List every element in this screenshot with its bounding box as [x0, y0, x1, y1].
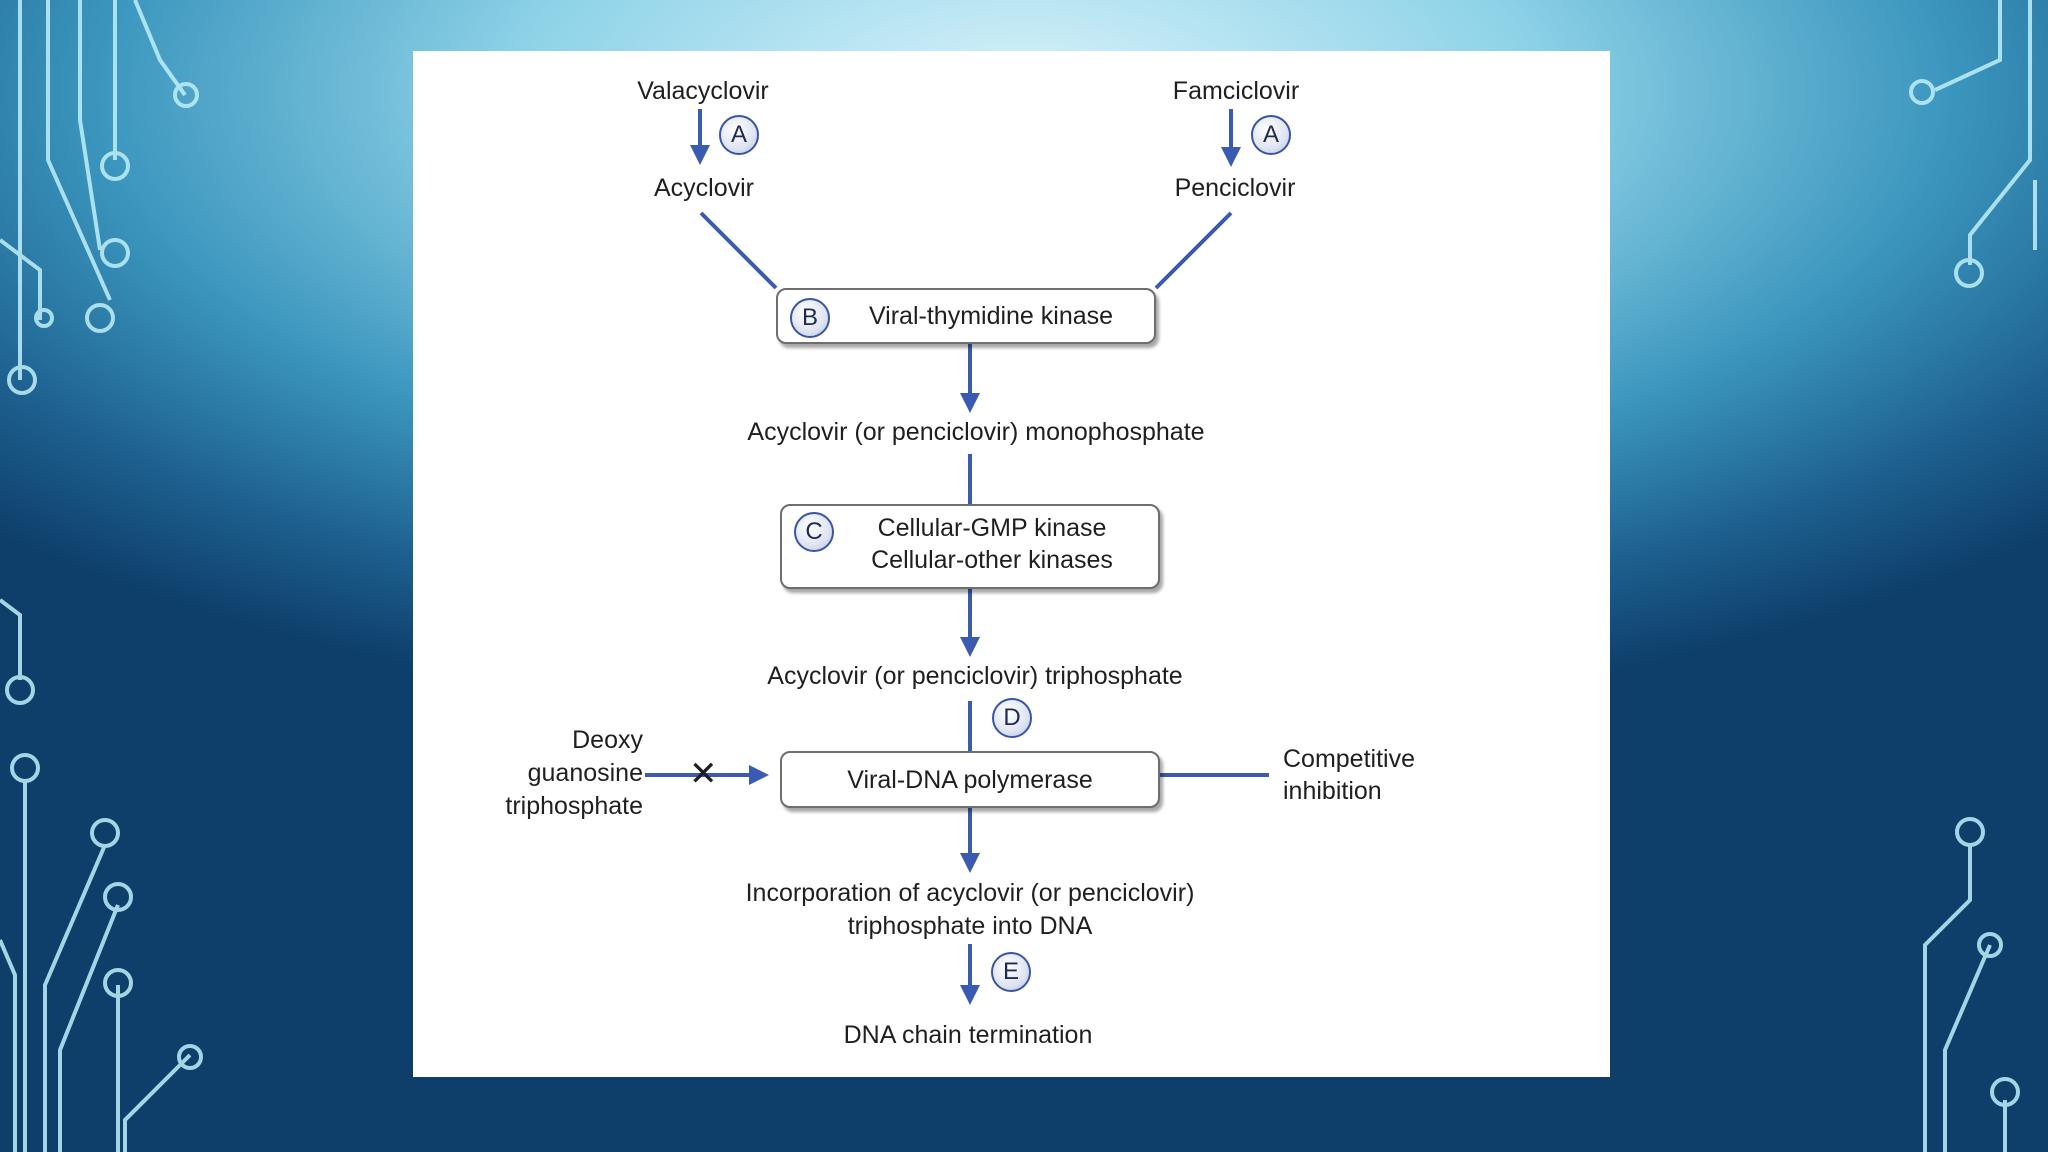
label-competitive-line1: Competitive	[1283, 745, 1415, 773]
badge-a-right: A	[1251, 115, 1291, 155]
label-monophosphate: Acyclovir (or penciclovir) monophosphate	[747, 418, 1205, 446]
badge-d: D	[992, 698, 1032, 738]
label-valacyclovir: Valacyclovir	[637, 77, 769, 105]
label-competitive-line2: inhibition	[1283, 777, 1382, 805]
label-viral-dna-polymerase: Viral-DNA polymerase	[847, 766, 1093, 794]
label-viral-thymidine-kinase: Viral-thymidine kinase	[868, 302, 1114, 330]
box-viral-dna-polymerase: Viral-DNA polymerase	[780, 751, 1160, 808]
label-incorporation-line1: Incorporation of acyclovir (or penciclov…	[745, 879, 1195, 907]
block-x-icon: ✕	[689, 755, 718, 793]
badge-a-left: A	[719, 115, 759, 155]
label-penciclovir: Penciclovir	[1174, 174, 1296, 202]
badge-b: B	[790, 298, 830, 338]
diagram-connectors	[645, 109, 1269, 1005]
diagram-panel: Valacyclovir Famciclovir A A Acyclovir P…	[413, 51, 1610, 1077]
label-dna-chain-termination: DNA chain termination	[843, 1021, 1093, 1049]
badge-e: E	[991, 952, 1031, 992]
label-cellular-other-kinases: Cellular-other kinases	[871, 546, 1113, 574]
label-incorporation-line2: triphosphate into DNA	[847, 912, 1093, 940]
label-triphosphate: Acyclovir (or penciclovir) triphosphate	[767, 662, 1183, 690]
connector-penciclovir-to-kinase	[1154, 211, 1233, 290]
label-deoxy-line1: Deoxy	[572, 726, 643, 754]
label-deoxy-line2: guanosine	[527, 759, 643, 787]
badge-c: C	[794, 512, 834, 552]
connector-acyclovir-to-kinase	[699, 211, 778, 290]
label-deoxy-line3: triphosphate	[505, 792, 643, 820]
box-cellular-kinases: C Cellular-GMP kinase Cellular-other kin…	[780, 504, 1160, 589]
label-acyclovir: Acyclovir	[653, 174, 755, 202]
label-cellular-gmp-kinase: Cellular-GMP kinase	[877, 514, 1107, 542]
label-famciclovir: Famciclovir	[1172, 77, 1300, 105]
box-viral-thymidine-kinase: B Viral-thymidine kinase	[776, 288, 1156, 344]
